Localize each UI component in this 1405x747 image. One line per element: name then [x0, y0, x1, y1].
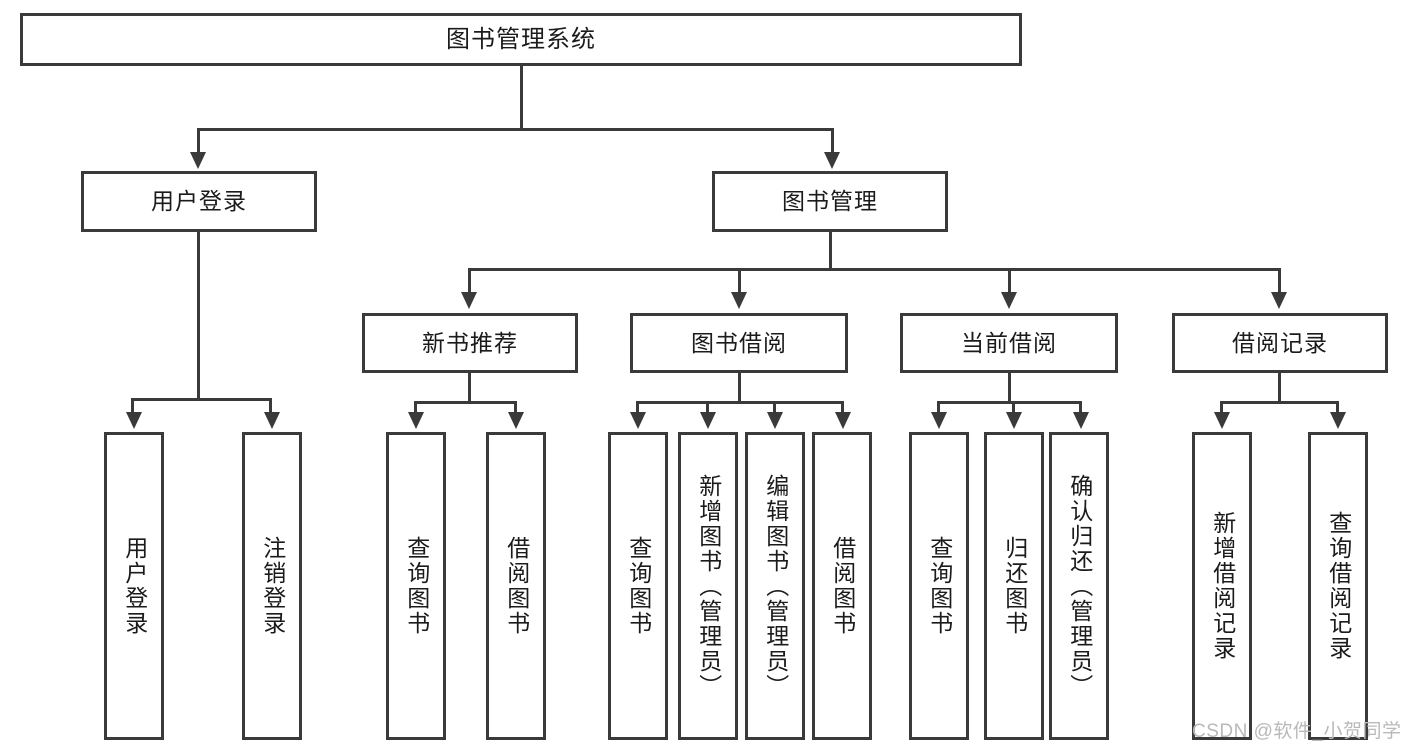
leaf-confirm-return-admin-label: 确认归还（管理员） [1066, 473, 1093, 699]
leaf-edit-book-admin-label: 编辑图书（管理员） [762, 473, 789, 699]
leaf-return-book[interactable]: 归还图书 [984, 432, 1044, 740]
connector-bb-leaf2 [706, 401, 709, 415]
arrow-to-leaf-query-book-3 [931, 412, 947, 429]
connector-cb-leaf1 [937, 401, 940, 415]
arrow-to-leaf-borrow-book-2 [835, 412, 851, 429]
connector-user-login-leaf1 [131, 398, 134, 416]
arrow-to-leaf-return-book [1006, 412, 1022, 429]
arrow-to-new-book-rec [461, 292, 477, 309]
connector-borrow-record-stem [1278, 373, 1281, 403]
connector-root-bus [197, 128, 834, 131]
connector-to-book-borrow [738, 268, 741, 296]
connector-user-login-leaf2 [269, 398, 272, 416]
connector-br-leaf1 [1220, 401, 1223, 415]
leaf-logout-label: 注销登录 [259, 536, 286, 636]
connector-nbr-leaf1 [414, 401, 417, 415]
leaf-query-book-current-label: 查询图书 [926, 536, 953, 636]
connector-borrow-record-bus [1220, 401, 1338, 404]
node-user-login[interactable]: 用户登录 [81, 171, 317, 232]
connector-br-leaf2 [1336, 401, 1339, 415]
leaf-confirm-return-admin[interactable]: 确认归还（管理员） [1049, 432, 1109, 740]
leaf-edit-book-admin[interactable]: 编辑图书（管理员） [745, 432, 805, 740]
connector-to-borrow-record [1278, 268, 1281, 296]
connector-book-borrow-stem [738, 373, 741, 403]
connector-book-mgmt-stem [829, 232, 832, 270]
connector-nbr-leaf2 [514, 401, 517, 415]
node-new-book-recommendation[interactable]: 新书推荐 [362, 313, 578, 373]
arrow-to-leaf-query-book-2 [630, 412, 646, 429]
arrow-to-leaf-query-record [1330, 412, 1346, 429]
node-book-management-label: 图书管理 [782, 188, 878, 215]
arrow-to-leaf-confirm-return [1073, 412, 1089, 429]
connector-book-mgmt-bus [468, 268, 1280, 271]
leaf-query-book-recommendation[interactable]: 查询图书 [386, 432, 446, 740]
arrow-to-leaf-add-record [1214, 412, 1230, 429]
arrow-to-book-borrow [731, 292, 747, 309]
arrow-to-borrow-record [1271, 292, 1287, 309]
connector-cb-leaf3 [1079, 401, 1082, 415]
connector-cb-leaf2 [1012, 401, 1015, 415]
node-current-borrow[interactable]: 当前借阅 [900, 313, 1118, 373]
leaf-query-borrow-record-label: 查询借阅记录 [1325, 511, 1352, 661]
leaf-query-book-recommendation-label: 查询图书 [403, 536, 430, 636]
connector-bb-leaf1 [636, 401, 639, 415]
leaf-borrow-book-label: 借阅图书 [829, 536, 856, 636]
arrow-to-leaf-borrow-book-1 [508, 412, 524, 429]
arrow-to-leaf-logout [264, 412, 280, 429]
connector-current-borrow-stem [1008, 373, 1011, 403]
connector-to-new-book-rec [468, 268, 471, 296]
connector-root-to-book-mgmt [831, 128, 834, 156]
arrow-to-user-login [190, 152, 206, 169]
leaf-query-borrow-record[interactable]: 查询借阅记录 [1308, 432, 1368, 740]
connector-book-borrow-bus [636, 401, 844, 404]
leaf-query-book-borrow[interactable]: 查询图书 [608, 432, 668, 740]
node-book-borrow-label: 图书借阅 [691, 329, 787, 356]
leaf-add-book-admin-label: 新增图书（管理员） [695, 473, 722, 699]
node-book-borrow[interactable]: 图书借阅 [630, 313, 848, 373]
leaf-borrow-book[interactable]: 借阅图书 [812, 432, 872, 740]
leaf-borrow-book-recommendation-label: 借阅图书 [503, 536, 530, 636]
connector-new-book-rec-stem [468, 373, 471, 403]
arrow-to-leaf-query-book-1 [408, 412, 424, 429]
leaf-add-borrow-record[interactable]: 新增借阅记录 [1192, 432, 1252, 740]
node-borrow-record[interactable]: 借阅记录 [1172, 313, 1388, 373]
leaf-query-book-borrow-label: 查询图书 [625, 536, 652, 636]
leaf-add-book-admin[interactable]: 新增图书（管理员） [678, 432, 738, 740]
connector-user-login-bus [131, 398, 271, 401]
leaf-borrow-book-recommendation[interactable]: 借阅图书 [486, 432, 546, 740]
arrow-to-leaf-edit-book [767, 412, 783, 429]
connector-to-current-borrow [1008, 268, 1011, 296]
arrow-to-leaf-user-login [126, 412, 142, 429]
connector-bb-leaf3 [773, 401, 776, 415]
csdn-watermark: CSDN @软件_小贺同学 [1192, 721, 1402, 742]
connector-current-borrow-bus [937, 401, 1082, 404]
node-borrow-record-label: 借阅记录 [1232, 329, 1328, 356]
leaf-user-login[interactable]: 用户登录 [104, 432, 164, 740]
connector-root-stem [520, 66, 523, 130]
leaf-user-login-label: 用户登录 [121, 536, 148, 636]
node-root-label: 图书管理系统 [446, 25, 596, 53]
node-new-book-recommendation-label: 新书推荐 [422, 329, 518, 356]
leaf-query-book-current[interactable]: 查询图书 [909, 432, 969, 740]
arrow-to-current-borrow [1001, 292, 1017, 309]
leaf-logout[interactable]: 注销登录 [242, 432, 302, 740]
connector-user-login-stem [197, 232, 200, 400]
connector-root-to-user-login [197, 128, 200, 156]
arrow-to-leaf-add-book [700, 412, 716, 429]
leaf-return-book-label: 归还图书 [1001, 536, 1028, 636]
leaf-add-borrow-record-label: 新增借阅记录 [1209, 511, 1236, 661]
node-user-login-label: 用户登录 [151, 188, 247, 215]
node-book-management[interactable]: 图书管理 [712, 171, 948, 232]
node-current-borrow-label: 当前借阅 [961, 329, 1057, 356]
connector-bb-leaf4 [841, 401, 844, 415]
node-root-book-management-system[interactable]: 图书管理系统 [20, 13, 1022, 66]
connector-new-book-rec-bus [414, 401, 517, 404]
arrow-to-book-mgmt [824, 152, 840, 169]
